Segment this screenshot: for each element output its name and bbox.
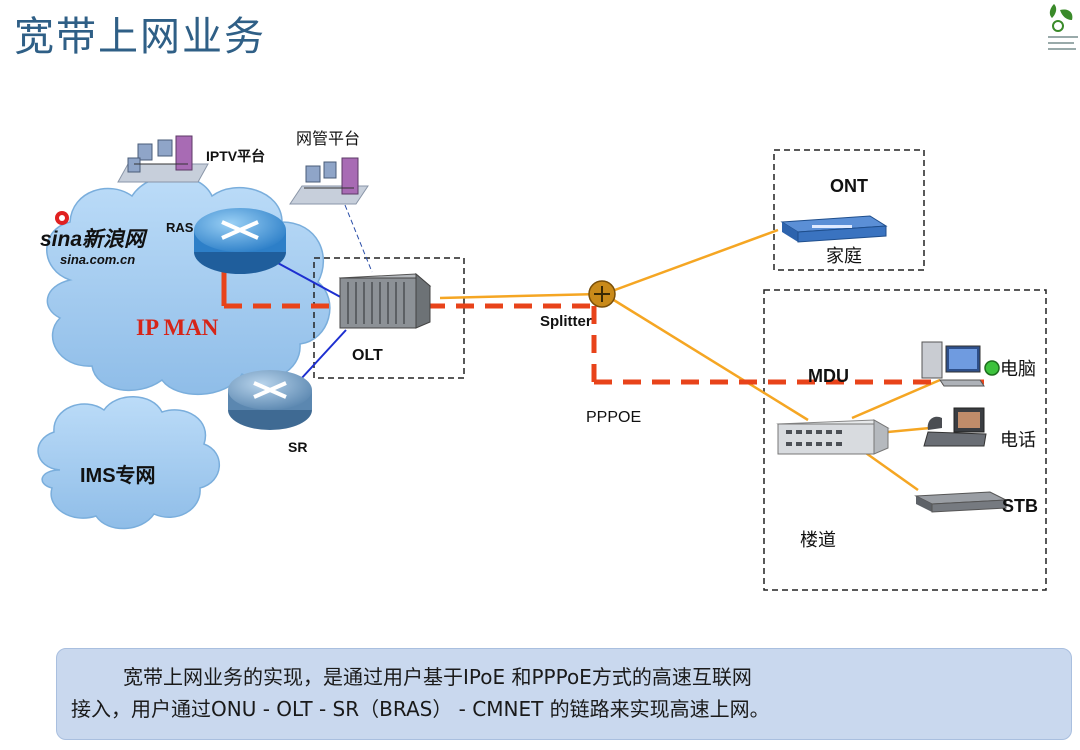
stb-icon	[914, 491, 1008, 513]
status-dot-icon	[984, 360, 1000, 376]
network-diagram: IPTV平台 网管平台 RAS sina新浪网 sina.com.cn IP M…	[37, 130, 1047, 591]
sr-olt-link	[299, 329, 347, 381]
splitter-icon	[588, 280, 616, 308]
fiber-links	[439, 228, 941, 492]
iptv-server-rack-icon	[117, 135, 209, 183]
ont-modem-icon	[780, 215, 888, 243]
summary-box: 宽带上网业务的实现，是通过用户基于IPoE 和PPPoE方式的高速互联网 接入，…	[56, 648, 1072, 740]
sina-brand: sina新浪网	[40, 227, 148, 251]
bras-router-icon	[194, 208, 286, 274]
phone-icon	[923, 407, 987, 447]
ip-man-cloud	[46, 175, 331, 396]
nms-server-rack-icon	[289, 157, 369, 205]
sina-url: sina.com.cn	[60, 252, 135, 267]
stb-label: STB	[1002, 496, 1038, 516]
sr-router-icon	[228, 370, 312, 430]
phone-label: 电话	[1000, 430, 1036, 450]
home-label: 家庭	[826, 246, 862, 266]
sina-logo: sina新浪网 sina.com.cn	[40, 211, 148, 267]
mdu-switch-icon	[776, 419, 890, 455]
summary-line-1: 宽带上网业务的实现，是通过用户基于IPoE 和PPPoE方式的高速互联网	[123, 665, 752, 689]
nms-label: 网管平台	[296, 130, 360, 148]
olt-chassis-icon	[338, 272, 432, 329]
bras-label: RAS	[166, 220, 194, 235]
nms-olt-link	[344, 204, 373, 273]
pppoe-label: PPPOE	[586, 409, 641, 426]
page-title: 宽带上网业务	[14, 14, 266, 60]
ims-cloud	[37, 396, 221, 530]
pppoe-path	[224, 303, 984, 385]
sr-label: SR	[288, 439, 307, 455]
ont-label: ONT	[830, 176, 868, 196]
logo-icon	[1048, 4, 1078, 50]
ip-man-label: IP MAN	[136, 315, 219, 340]
corridor-dashed-box	[763, 289, 1047, 591]
pc-label: 电脑	[1000, 359, 1036, 379]
ims-label: IMS专网	[80, 463, 156, 487]
splitter-label: Splitter	[540, 313, 592, 330]
pc-icon	[921, 341, 985, 387]
bras-olt-link	[275, 261, 347, 301]
home-dashed-box	[773, 149, 925, 271]
olt-label: OLT	[352, 347, 383, 364]
summary-line-2: 接入，用户通过ONU - OLT - SR（BRAS） - CMNET 的链路来…	[71, 697, 770, 721]
olt-dashed-box	[313, 257, 465, 379]
corridor-label: 楼道	[800, 530, 836, 550]
mdu-label: MDU	[808, 366, 849, 386]
iptv-label: IPTV平台	[206, 148, 265, 164]
